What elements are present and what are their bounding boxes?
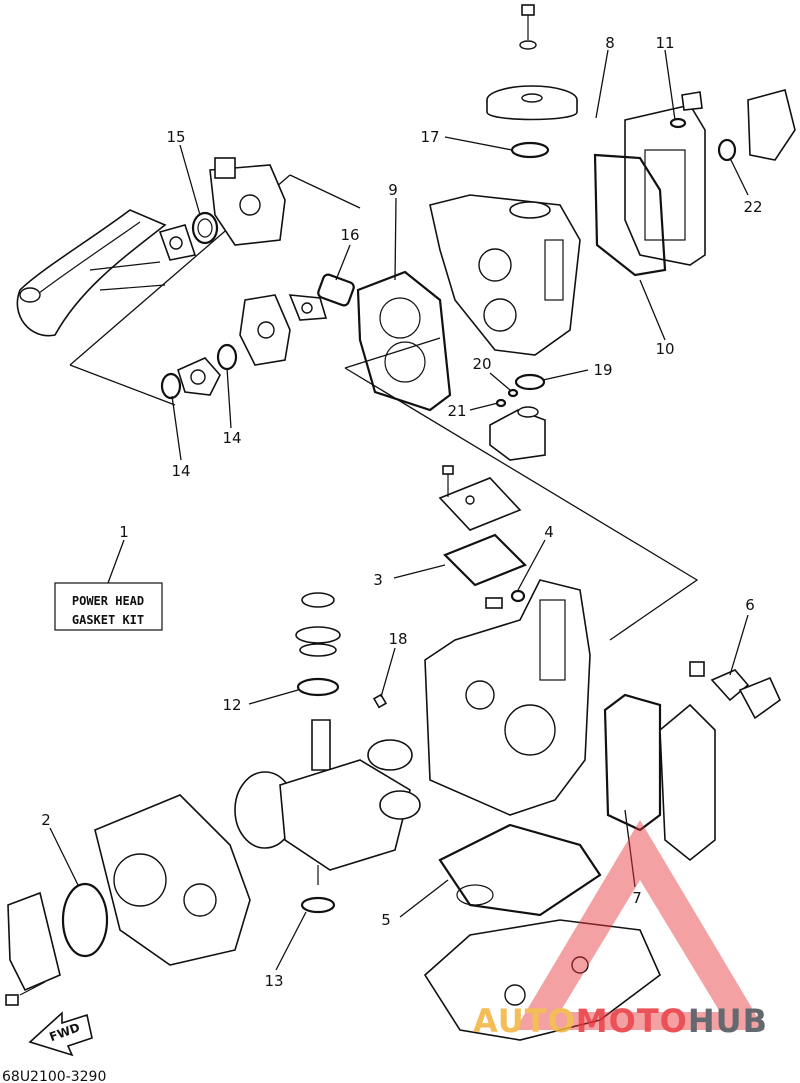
cylinder-block [94,794,251,966]
thermostat-housing [509,201,551,219]
head-cover [624,104,706,266]
callout-5: 5 [381,911,391,929]
watermark-logo: AUTOMOTOHUB [473,820,768,1040]
o-ring-14b [216,343,238,371]
callout-22: 22 [743,198,762,216]
oil-seal-12 [296,677,340,697]
intake-manifold [239,294,291,366]
gasket-16 [317,273,355,307]
callout-15: 15 [166,128,185,146]
watermark-moto: MOTO [576,1002,688,1040]
callout-13: 13 [264,972,283,990]
exhaust-plate [5,891,61,1006]
intake-seal-15 [191,211,219,245]
lower-casing [423,919,661,1041]
callout-2: 2 [41,811,51,829]
gasket-2 [61,882,109,958]
intake-flange [158,224,197,261]
callout-4: 4 [544,523,554,541]
fwd-arrow: FWD [28,1011,93,1057]
gasket-kit-label: POWER HEAD GASKET KIT [54,582,163,631]
bearing-seal [295,592,341,657]
o-ring-22 [717,138,737,162]
plate-gasket-3 [443,533,527,587]
callout-18: 18 [388,630,407,648]
watermark-hub: HUB [688,1002,768,1040]
callout-19: 19 [593,361,612,379]
cover-gasket-10 [593,153,667,277]
oil-seal-17 [510,141,550,159]
callout-21: 21 [447,402,466,420]
callout-7: 7 [632,889,642,907]
reference-code: 68U2100-3290 [2,1069,106,1083]
kit-label-line2: GASKET KIT [72,613,144,627]
callout-14a: 14 [171,462,190,480]
crankcase [424,579,591,816]
callout-8: 8 [605,34,615,52]
leader-lines [49,49,749,971]
fitting-6 [689,661,781,720]
crankshaft [234,719,421,885]
o-ring-21 [495,398,507,408]
thermostat-cap [747,89,796,161]
kit-label-line1: POWER HEAD [72,594,144,608]
o-ring-19 [514,373,546,391]
callout-11: 11 [655,34,674,52]
gasket-5 [438,823,602,917]
callout-10: 10 [655,340,674,358]
callout-9: 9 [388,181,398,199]
fitting-4 [485,589,526,609]
watermark-triangle [515,820,765,1030]
carburetor [209,157,286,246]
callout-20: 20 [472,355,491,373]
callout-16: 16 [340,226,359,244]
joint-flange [177,357,221,396]
key-18 [372,693,388,709]
side-cover [659,703,716,862]
callout-17: 17 [420,128,439,146]
flywheel-pulley [486,4,578,121]
cylinder-head [429,194,581,356]
head-gasket-9 [356,270,452,412]
o-ring-11 [669,91,703,129]
exhaust-cover [16,209,167,337]
cover-plate [438,465,522,531]
intake-spacer [288,294,328,321]
callout-6: 6 [745,596,755,614]
watermark-auto: AUTO [473,1002,576,1040]
callout-1: 1 [119,523,129,541]
callout-14b: 14 [222,429,241,447]
oil-seal-13 [300,896,336,914]
o-ring-14a [160,372,182,400]
gasket-7 [603,693,662,832]
o-ring-20 [507,388,519,398]
callout-3: 3 [373,571,383,589]
callout-numbers: 1 2 3 4 5 6 7 8 9 10 11 12 13 14 14 15 1… [41,34,762,990]
callout-12: 12 [222,696,241,714]
watermark-text: AUTOMOTOHUB [473,1002,768,1040]
water-pump-housing [489,406,546,461]
